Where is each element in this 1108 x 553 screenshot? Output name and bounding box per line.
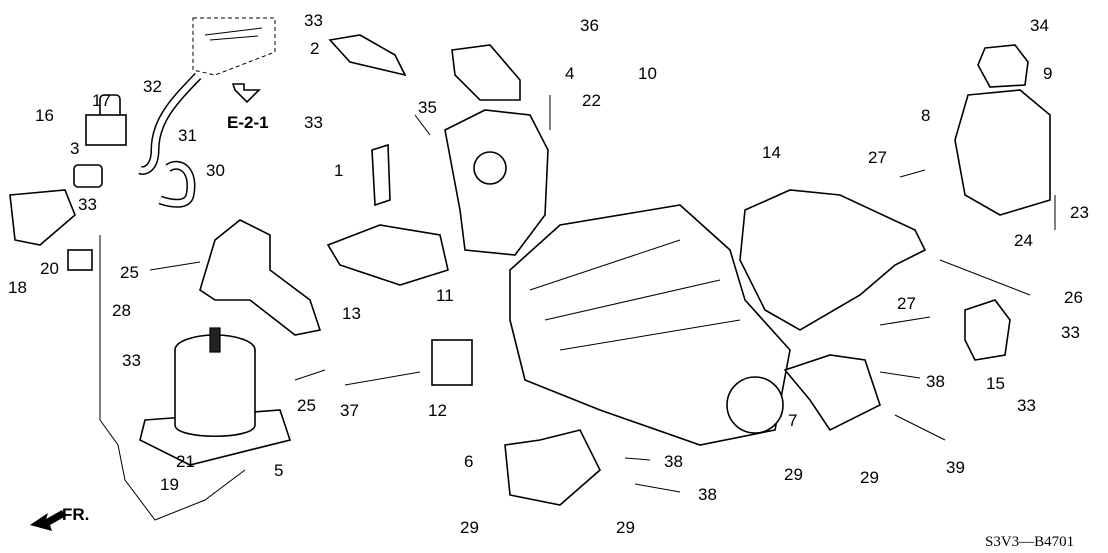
stop-4 [451,44,521,101]
callout-38: 38 [698,485,717,504]
callout-3: 3 [70,139,79,158]
part-12 [431,339,473,386]
front-arrow-icon [30,510,66,531]
bracket-14 [739,189,927,331]
callout-23: 23 [1070,203,1089,222]
front-label: FR. [62,505,89,524]
callout-25: 25 [297,396,316,415]
callout-25: 25 [120,263,139,282]
callout-33: 33 [304,11,323,30]
solenoid-body [85,114,127,146]
callout-12: 12 [428,401,447,420]
callout-8: 8 [921,106,930,125]
callout-31: 31 [178,126,197,145]
callout-20: 20 [40,259,59,278]
callout-28: 28 [112,301,131,320]
engine [509,204,791,446]
hose-32-inner [138,73,201,174]
engine-pulley [726,376,784,434]
cushion-9 [977,44,1029,88]
engine-detail [529,239,741,351]
hose-31-inner [159,162,194,207]
mount-bushing [473,151,507,185]
bolts [149,95,1056,493]
callout-27: 27 [897,294,916,313]
part-3 [73,164,103,188]
callout-6: 6 [464,452,473,471]
bracket-16 [9,189,76,246]
upper-mount-8 [954,89,1051,216]
bracket-13 [199,219,322,336]
callout-34: 34 [1030,16,1049,35]
callout-33: 33 [1017,396,1036,415]
bracket-2 [328,34,407,77]
callout-38: 38 [926,372,945,391]
callout-18: 18 [8,278,27,297]
callout-37: 37 [340,401,359,420]
callout-17: 17 [92,91,111,110]
callout-27: 27 [868,148,887,167]
bracket-11 [326,224,449,286]
rear-mount-5 [174,350,256,437]
callout-21: 21 [176,452,195,471]
bracket-7 [783,354,881,432]
vacuum-line-18 [99,235,246,521]
callout-38: 38 [664,452,683,471]
callout-29: 29 [784,465,803,484]
callout-19: 19 [160,475,179,494]
callout-11: 11 [436,286,454,305]
sensor-15 [964,299,1011,361]
callout-10: 10 [638,64,657,83]
diagram-code: S3V3—B4701 [985,534,1074,550]
part-20 [67,249,93,271]
callout-33: 33 [122,351,141,370]
callout-29: 29 [616,518,635,537]
reference-arrow-icon [231,83,261,104]
callout-4: 4 [565,64,574,83]
callout-24: 24 [1014,231,1033,250]
callout-35: 35 [418,98,437,117]
callout-22: 22 [582,91,601,110]
inset-box [192,17,276,76]
inset-pipe [204,27,263,41]
callout-36: 36 [580,16,599,35]
callout-16: 16 [35,106,54,125]
stud [209,327,221,353]
callout-14: 14 [762,143,781,162]
callout-5: 5 [274,461,283,480]
callout-9: 9 [1043,64,1052,83]
clip-1 [371,143,391,207]
callout-15: 15 [986,374,1005,393]
callout-32: 32 [143,77,162,96]
callout-33: 33 [1061,323,1080,342]
callout-29: 29 [460,518,479,537]
mount-6 [504,429,601,506]
reference-label: E-2-1 [227,113,269,132]
callout-1: 1 [334,161,343,180]
callout-29: 29 [860,468,879,487]
callout-2: 2 [310,39,319,58]
callout-26: 26 [1064,288,1083,307]
callout-33: 33 [304,113,323,132]
callout-30: 30 [206,161,225,180]
callout-13: 13 [342,304,361,323]
callout-33: 33 [78,195,97,214]
callout-7: 7 [788,411,797,430]
callout-39: 39 [946,458,965,477]
